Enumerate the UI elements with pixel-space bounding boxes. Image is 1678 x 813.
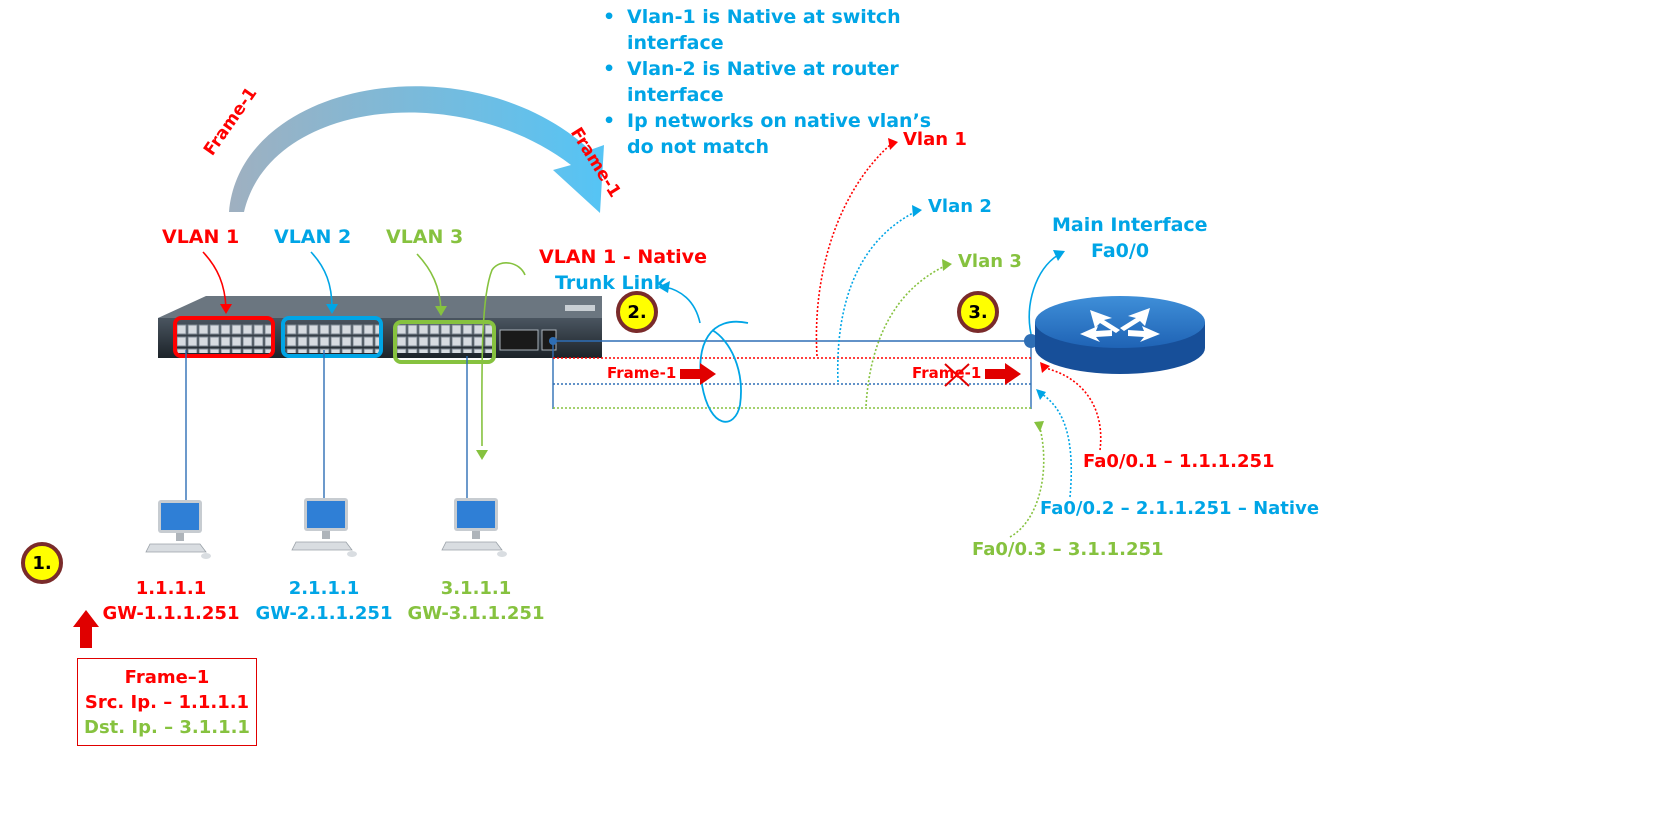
note-item: Vlan-2 is Native at router interface	[603, 56, 957, 108]
vlan1-label: VLAN 1	[162, 226, 240, 248]
host-caption-3: 3.1.1.1 GW-3.1.1.251	[376, 576, 576, 626]
host-ip: 2.1.1.1	[288, 578, 360, 599]
frame-detail-box: Frame–1 Src. Ip. – 1.1.1.1 Dst. Ip. – 3.…	[77, 658, 257, 746]
host-ip: 1.1.1.1	[135, 578, 207, 599]
router-subif-2-label: Fa0/0.2 – 2.1.1.251 – Native	[1040, 498, 1320, 519]
step-badge-2: 2.	[616, 291, 658, 333]
host-gateway: GW-1.1.1.251	[102, 603, 240, 624]
vlan2-label: VLAN 2	[274, 226, 352, 248]
trunk-vlan3-label: Vlan 3	[958, 251, 1022, 272]
router-main-interface-port: Fa0/0	[1091, 240, 1150, 262]
frame-source-ip: Src. Ip. – 1.1.1.1	[84, 691, 250, 713]
frame-up-arrow	[73, 610, 99, 648]
host-gateway: GW-3.1.1.251	[407, 603, 545, 624]
router-device	[1035, 296, 1205, 374]
step-badge-3: 3.	[957, 291, 999, 333]
host-caption-1: 1.1.1.1 GW-1.1.1.251	[71, 576, 271, 626]
frame-title: Frame–1	[124, 666, 210, 688]
router-main-interface-label: Main Interface	[1052, 214, 1208, 236]
pc-icon-2	[291, 498, 357, 557]
note-item: Ip networks on native vlan’s do not matc…	[603, 108, 957, 160]
trunk-frame-left-label: Frame-1	[607, 364, 677, 382]
native-vlan-label: VLAN 1 - Native	[539, 246, 707, 268]
host-gateway: GW-2.1.1.251	[255, 603, 393, 624]
router-subif-3-label: Fa0/0.3 – 3.1.1.251	[972, 539, 1164, 560]
note-item: Vlan-1 is Native at switch interface	[603, 4, 957, 56]
pc-icon-3	[441, 498, 507, 557]
trunk-vlan1-label: Vlan 1	[903, 129, 967, 150]
router-subif-1-label: Fa0/0.1 – 1.1.1.251	[1083, 451, 1275, 472]
vlan2-port-group	[281, 316, 383, 358]
host-ip: 3.1.1.1	[440, 578, 512, 599]
trunk-frame-right-label: Frame-1	[912, 364, 982, 382]
trunk-link-label: Trunk Link	[555, 272, 667, 294]
vlan3-label: VLAN 3	[386, 226, 464, 248]
host-caption-2: 2.1.1.1 GW-2.1.1.251	[224, 576, 424, 626]
vlan1-port-group	[173, 316, 275, 358]
step-badge-1: 1.	[21, 542, 63, 584]
vlan3-port-group	[393, 320, 496, 364]
trunk-link	[549, 334, 1038, 409]
switch-device	[158, 296, 602, 358]
frame-arc	[229, 86, 604, 213]
pc-icon-1	[145, 500, 211, 559]
notes-list: Vlan-1 is Native at switch interface Vla…	[603, 4, 957, 160]
trunk-vlan2-label: Vlan 2	[928, 196, 992, 217]
frame-destination-ip: Dst. Ip. – 3.1.1.1	[84, 716, 250, 738]
